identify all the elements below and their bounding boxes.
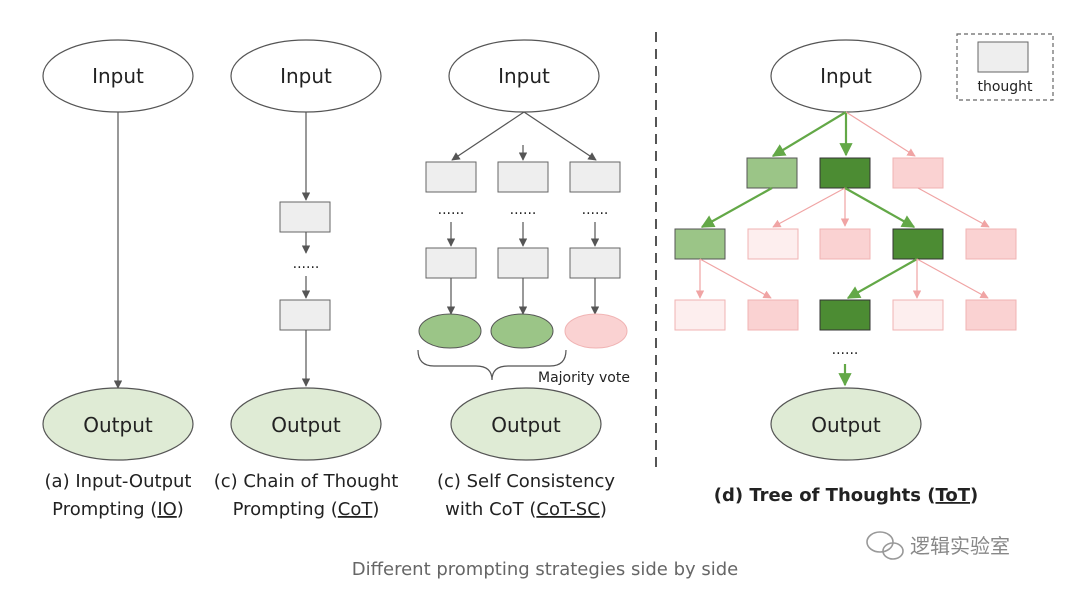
tot-l1-node-c bbox=[892, 157, 944, 189]
cot-ellipsis: ...... bbox=[293, 256, 320, 272]
cotsc-majority-brace bbox=[417, 349, 567, 381]
cotsc-answer-2 bbox=[490, 313, 554, 349]
watermark-text: 逻辑实验室 bbox=[910, 534, 1010, 558]
tot-l1-node-a bbox=[746, 157, 798, 189]
tot-input-label: Input bbox=[820, 64, 872, 88]
tot-ellipsis: ...... bbox=[832, 342, 859, 358]
cotsc-output-label: Output bbox=[491, 413, 561, 437]
watermark: 逻辑实验室 bbox=[866, 531, 1010, 560]
tot-l2-node-d bbox=[892, 228, 944, 260]
tot-edge-l1a-l2a bbox=[700, 187, 773, 228]
tot-edge-l2d-l3c bbox=[846, 258, 918, 299]
tot-output-label: Output bbox=[811, 413, 881, 437]
tot-l1-node-b bbox=[819, 157, 871, 189]
tot-edge-l2d-l3e bbox=[916, 258, 989, 299]
tot-edge-l1c-l2e bbox=[917, 187, 990, 228]
cotsc-thought-2b bbox=[497, 247, 549, 279]
figure-caption: Different prompting strategies side by s… bbox=[352, 559, 739, 580]
cot-output-label: Output bbox=[271, 413, 341, 437]
io-output-label: Output bbox=[83, 413, 153, 437]
tot-panel: thought Input ...... bbox=[674, 33, 1054, 506]
io-input-label: Input bbox=[92, 64, 144, 88]
cotsc-link[interactable]: CoT-SC bbox=[536, 499, 599, 520]
tot-output-node bbox=[770, 387, 922, 461]
cot-caption-line1: (c) Chain of Thought bbox=[214, 471, 399, 492]
cotsc-arrow-branch-left bbox=[451, 111, 525, 161]
cot-link[interactable]: CoT bbox=[338, 499, 374, 520]
cotsc-thought-3a bbox=[569, 161, 621, 193]
tot-l2-node-e bbox=[965, 228, 1017, 260]
cot-thought-2 bbox=[279, 299, 331, 331]
tot-edge-root-l1a bbox=[771, 111, 847, 157]
io-caption-line1: (a) Input-Output bbox=[45, 471, 192, 492]
tot-l3-node-b bbox=[747, 299, 799, 331]
tot-edge-l1b-l2d bbox=[844, 187, 916, 228]
wechat-icon bbox=[866, 531, 904, 560]
cot-panel: Input ...... Output (c) Chain of Thought… bbox=[214, 39, 399, 520]
cotsc-thought-3b bbox=[569, 247, 621, 279]
io-caption-line2: Prompting (IO) bbox=[52, 499, 184, 520]
cot-input-label: Input bbox=[280, 64, 332, 88]
legend-thought-swatch bbox=[977, 41, 1029, 73]
tot-l2-node-b bbox=[747, 228, 799, 260]
tot-l3-node-a bbox=[674, 299, 726, 331]
cotsc-caption-line1: (c) Self Consistency bbox=[437, 471, 615, 492]
tot-edge-l2a-l3b bbox=[699, 258, 772, 299]
cotsc-ellipsis-3: ...... bbox=[582, 202, 609, 218]
cotsc-thought-1b bbox=[425, 247, 477, 279]
cotsc-arrow-branch-right bbox=[523, 111, 597, 161]
cot-output-node bbox=[230, 387, 382, 461]
tot-edge-l1b-l2b bbox=[772, 187, 846, 228]
tot-l2-node-a bbox=[674, 228, 726, 260]
tot-link[interactable]: ToT bbox=[935, 485, 970, 506]
tot-l3-node-c bbox=[819, 299, 871, 331]
legend-thought-label: thought bbox=[977, 79, 1033, 95]
cotsc-answer-1 bbox=[418, 313, 482, 349]
cotsc-thought-2a bbox=[497, 161, 549, 193]
cotsc-caption-line2: with CoT (CoT-SC) bbox=[445, 499, 607, 520]
io-output-node bbox=[42, 387, 194, 461]
cotsc-input-label: Input bbox=[498, 64, 550, 88]
tot-caption: (d) Tree of Thoughts (ToT) bbox=[714, 485, 979, 506]
tot-l2-node-c bbox=[819, 228, 871, 260]
cotsc-panel: Input ...... ...... ...... Majority vote… bbox=[417, 39, 630, 520]
cot-caption-line2: Prompting (CoT) bbox=[233, 499, 380, 520]
cotsc-thought-1a bbox=[425, 161, 477, 193]
cotsc-ellipsis-1: ...... bbox=[438, 202, 465, 218]
io-link[interactable]: IO bbox=[157, 499, 176, 520]
tot-l3-node-e bbox=[965, 299, 1017, 331]
cotsc-majority-vote-label: Majority vote bbox=[538, 370, 630, 386]
cot-thought-1 bbox=[279, 201, 331, 233]
cotsc-output-node bbox=[450, 387, 602, 461]
tot-edge-root-l1c bbox=[845, 111, 916, 157]
io-panel: Input Output (a) Input-Output Prompting … bbox=[42, 39, 194, 520]
cotsc-ellipsis-2: ...... bbox=[510, 202, 537, 218]
cotsc-answer-3 bbox=[564, 313, 628, 349]
tot-l3-node-d bbox=[892, 299, 944, 331]
